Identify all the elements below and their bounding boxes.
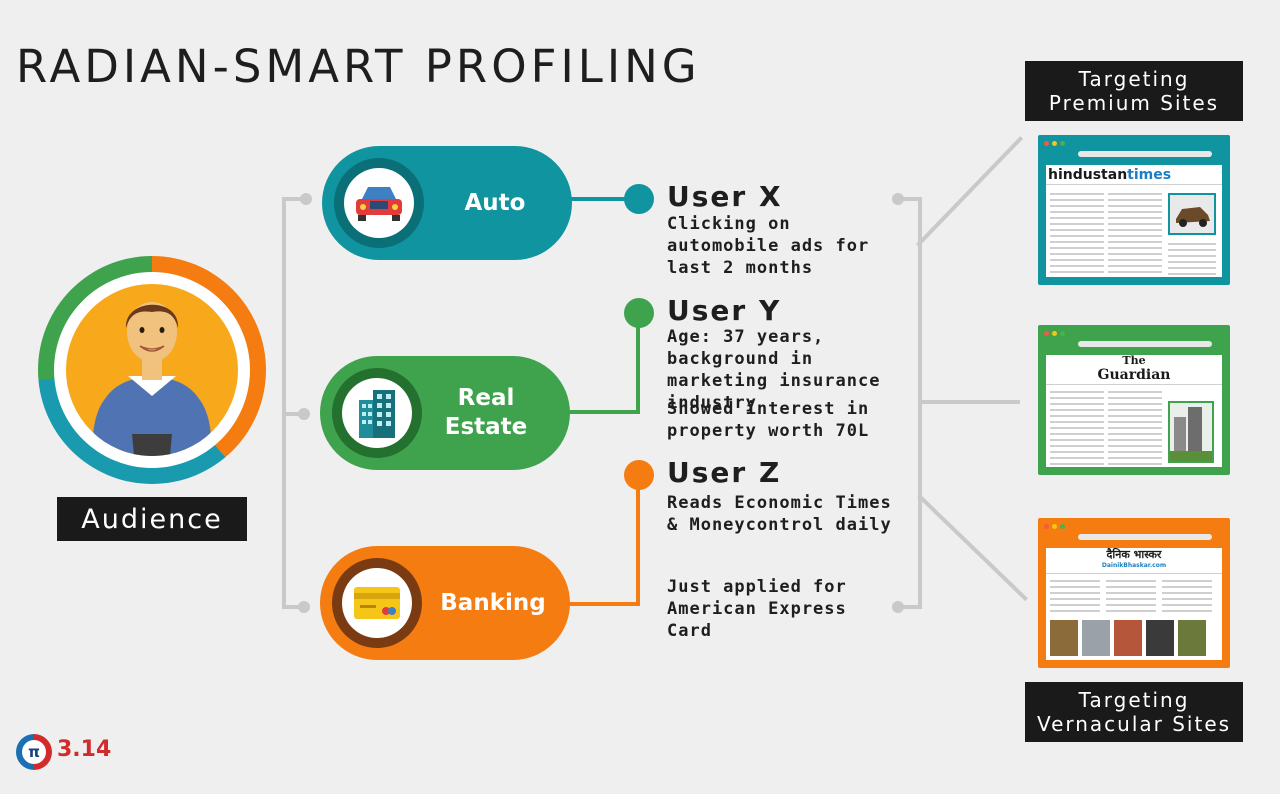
user-z-detail-1: Reads Economic Times & Moneycontrol dail… (667, 493, 892, 535)
credit-card-icon (354, 587, 400, 619)
site-hindustan-times: hindustantimes (1038, 135, 1230, 285)
user-y-node (624, 298, 654, 328)
site-the-guardian: The Guardian (1038, 325, 1230, 475)
logo-text: 3.14 (57, 737, 112, 762)
audience-label: Audience (57, 497, 247, 541)
property-ad-image (1168, 401, 1214, 463)
car-ad-image (1168, 193, 1216, 235)
user-x-node (624, 184, 654, 214)
user-z-detail-2: Just applied for American Express Card (667, 577, 847, 641)
category-banking: Banking (320, 546, 570, 660)
car-photo-icon (1176, 207, 1210, 227)
page-title: RADIAN-SMART PROFILING (16, 40, 701, 93)
vernacular-sites-label: Targeting Vernacular Sites (1025, 682, 1243, 742)
user-y-detail-2: Showed interest in property worth 70L (667, 399, 870, 441)
car-icon (356, 187, 402, 221)
category-label-banking: Banking (440, 589, 546, 616)
site-masthead-guardian: The Guardian (1046, 355, 1222, 385)
category-auto: Auto (322, 146, 572, 260)
user-z-name: User Z (667, 456, 782, 489)
site-masthead-ht: hindustantimes (1046, 165, 1222, 185)
person-icon (92, 302, 212, 456)
premium-sites-label: Targeting Premium Sites (1025, 61, 1243, 121)
user-x-detail: Clicking on automobile ads for last 2 mo… (667, 214, 870, 278)
user-y-detail-1: Age: 37 years, background in marketing i… (667, 327, 881, 413)
user-y-name: User Y (667, 294, 782, 327)
category-real-estate: Real Estate (320, 356, 570, 470)
user-x-name: User X (667, 180, 783, 213)
tower-photo-icon (1170, 407, 1212, 461)
user-z-node (624, 460, 654, 490)
site-dainik-bhaskar: दैनिक भास्कर DainikBhaskar.com (1038, 518, 1230, 668)
building-icon (359, 390, 395, 438)
site-masthead-bhaskar: दैनिक भास्कर DainikBhaskar.com (1046, 548, 1222, 574)
category-label-real-estate: Real Estate (444, 385, 528, 440)
pi-logo-icon: π (16, 734, 52, 770)
category-label-auto: Auto (464, 189, 526, 216)
